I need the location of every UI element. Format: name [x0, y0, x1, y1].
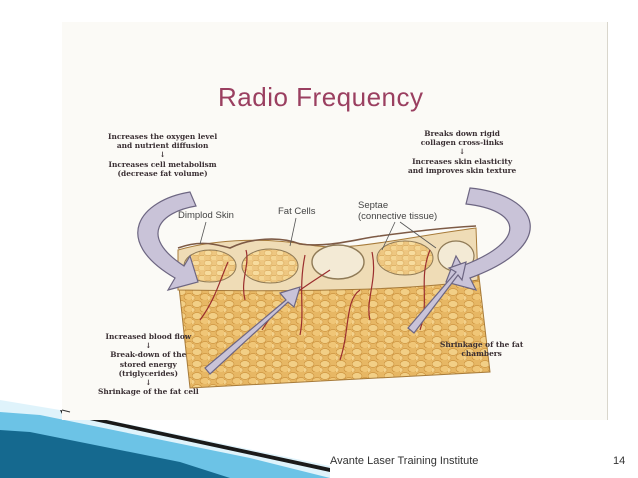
fat-chamber-shrunken	[311, 244, 365, 280]
skin-surface	[177, 225, 477, 249]
label-septae-sub: (connective tissue)	[358, 211, 438, 222]
down-arrow-glyph: ↓	[145, 378, 152, 388]
blood-vessel	[368, 251, 375, 321]
fat-cells-leader	[289, 217, 297, 247]
footer-institute: Avante Laser Training Institute	[330, 455, 479, 467]
label-fat-cells: Fat Cells	[278, 206, 316, 217]
note-line: Shrinkage of the fat cell	[98, 387, 199, 397]
note-bottom-right: Shrinkage of the fat chambers	[440, 340, 523, 358]
note-top-left: Increases the oxygen level and nutrient …	[108, 132, 217, 178]
note-line: (triglycerides)	[118, 368, 178, 378]
label-leaders	[199, 217, 437, 251]
scan-edge-mark	[61, 409, 71, 413]
note-bottom-left: Increased blood flow ↓ Break-down of the…	[98, 332, 199, 396]
note-line: and nutrient diffusion	[116, 141, 209, 151]
blood-vessel	[199, 261, 229, 321]
ribbon-dark-band	[0, 430, 230, 478]
left-curved-arrow	[137, 191, 199, 291]
blood-vessel	[339, 289, 361, 361]
lower-left-arrow	[204, 286, 301, 375]
note-line: and improves skin texture	[408, 165, 517, 175]
blood-vessel	[299, 254, 306, 336]
blood-vessel	[243, 249, 248, 301]
note-line: stored energy	[119, 359, 177, 369]
page-number: 14	[613, 455, 626, 467]
down-arrow-glyph: ↓	[459, 147, 466, 157]
septae-leader	[399, 221, 437, 249]
note-line: chambers	[461, 349, 502, 359]
note-line: Breaks down rigid	[424, 129, 500, 138]
note-line: (decrease fat volume)	[117, 168, 208, 178]
note-line: Increases the oxygen level	[108, 132, 218, 141]
note-line: Increased blood flow	[105, 332, 192, 341]
note-line: Shrinkage of the fat	[440, 340, 524, 349]
label-septae: Septae	[358, 200, 389, 211]
down-arrow-glyph: ↓	[159, 150, 166, 160]
note-line: Increases skin elasticity	[412, 156, 513, 166]
ribbon-black-line	[60, 410, 330, 472]
down-arrow-glyph: ↓	[145, 341, 152, 351]
note-top-right: Breaks down rigid collagen cross-links ↓…	[408, 129, 516, 175]
right-curved-arrow	[445, 187, 531, 291]
fat-chamber	[241, 248, 299, 284]
label-dimpled-skin: Dimplod Skin	[178, 210, 234, 221]
note-line: Increases cell metabolism	[108, 159, 217, 169]
note-line: Break-down of the	[110, 350, 187, 360]
dimpled-skin-leader	[199, 221, 207, 245]
septae-leader	[381, 221, 396, 251]
note-line: collagen cross-links	[420, 138, 504, 148]
diagram-title: Radio Frequency	[218, 82, 424, 112]
fat-chamber	[376, 240, 434, 276]
lower-right-arrow	[407, 261, 467, 334]
